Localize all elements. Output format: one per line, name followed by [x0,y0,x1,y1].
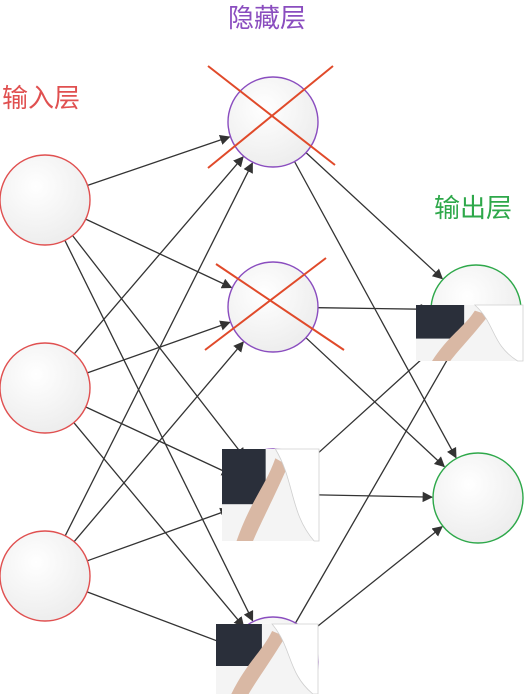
edge-i1-h2 [85,218,233,289]
input-node-i1 [0,154,91,246]
edge-i3-h4 [86,591,231,648]
edge-i1-h4 [64,240,254,622]
dropout-marks [204,65,345,351]
edge-h4-o2 [307,526,443,635]
edge-h1-o2 [293,161,457,459]
edge-h3-o2 [317,491,434,503]
photo-patch-o1 [416,304,524,362]
edge-i1-h3 [72,235,246,459]
hidden-node-h2 [227,261,319,353]
edge-h3-o1 [305,340,443,465]
edge-i2-h4 [73,422,245,628]
edge-h1-o1 [305,152,444,280]
photo-patch-h3 [222,448,320,542]
output-node-o2 [432,452,524,544]
photo-patch-h4 [216,623,319,695]
edge-i2-h2 [87,320,231,374]
input-node-i3 [0,530,91,622]
photo-patches [216,304,524,695]
nodes [0,76,524,698]
dropout-cross-h2 [204,257,345,351]
edge-i2-h1 [73,156,244,355]
hidden-layer-label: 隐藏层 [228,4,307,34]
edge-i1-h1 [87,135,231,187]
edge-i3-h3 [87,507,231,562]
edge-i3-h1 [64,162,253,537]
edges [64,135,457,648]
edge-h2-o1 [317,303,432,315]
output-layer-label: 输出层 [434,194,513,224]
dropout-cross-h1 [207,65,336,169]
edge-h4-o1 [294,348,454,624]
input-layer-label: 输入层 [2,84,81,114]
input-node-i2 [0,342,91,434]
edge-i3-h2 [73,341,244,543]
edge-i2-h3 [85,406,233,476]
